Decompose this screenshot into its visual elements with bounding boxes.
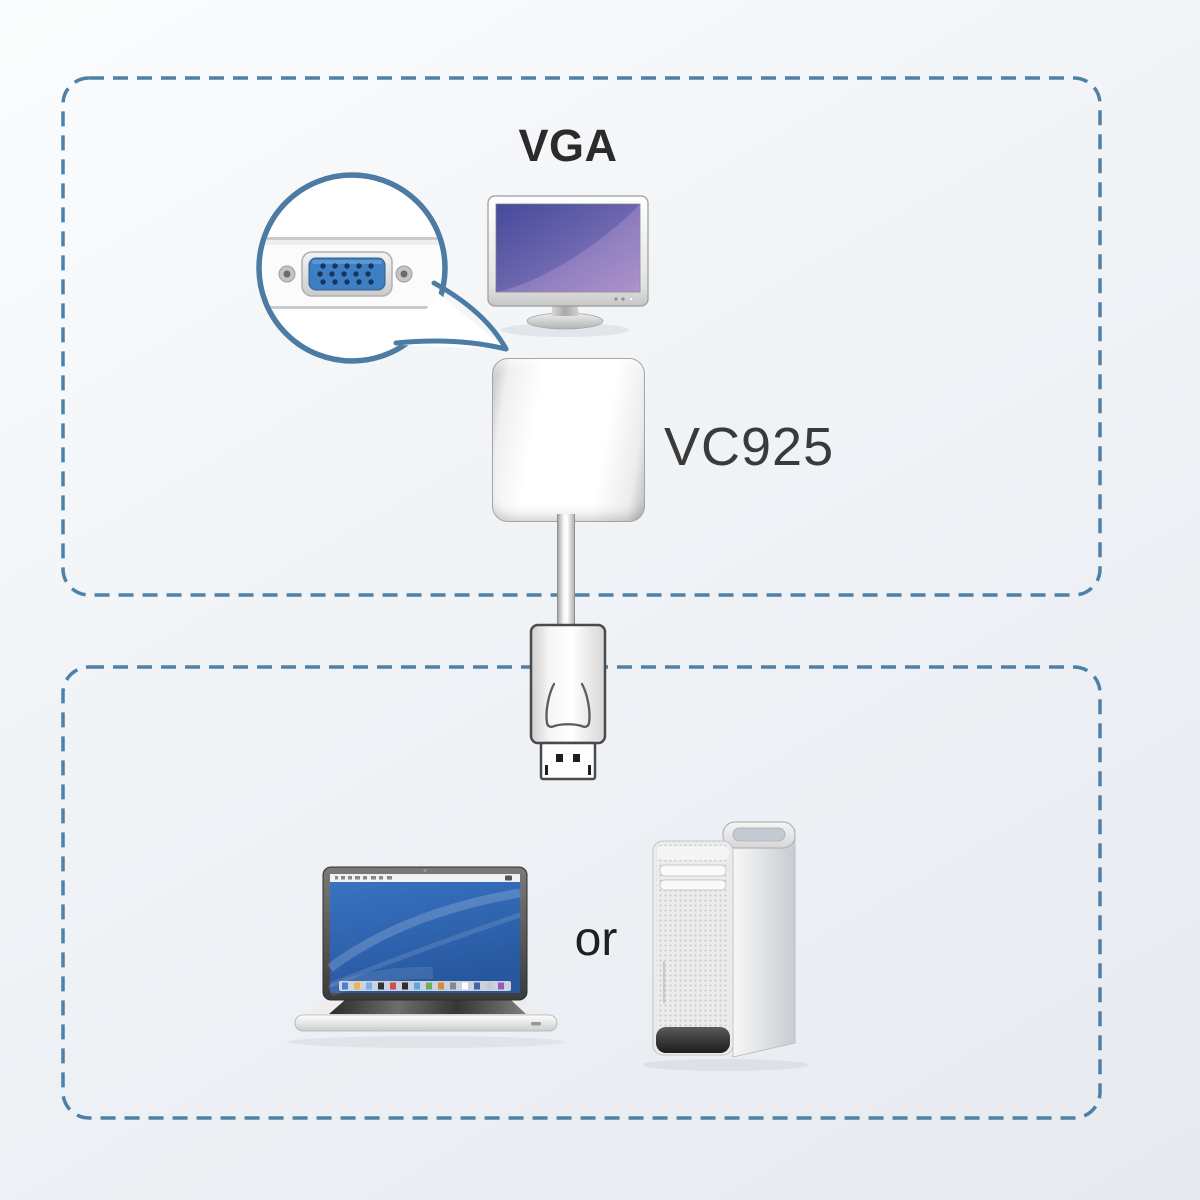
tower-shadow [643,1059,809,1071]
screw-hole-left [278,265,296,283]
plug-latch [588,765,591,775]
monitor-button [614,297,618,301]
vga-label: VGA [518,120,618,171]
screw-hole-right [395,265,413,283]
vc925-adapter-body [492,358,645,522]
monitor-screen-sheen [496,204,640,292]
tower-logo-marking [663,961,666,1003]
tower-handle [722,821,796,849]
monitor-shadow [501,323,629,337]
displayport-plug [539,741,597,781]
laptop-menu-bar [330,874,520,882]
vga-port-pins [317,263,374,285]
desktop-tower-icon [643,821,809,1071]
top-group-box-border [61,76,1102,597]
monitor-button [621,297,625,301]
adapter-cable [557,514,575,632]
laptop-deck-reflection [329,1000,526,1014]
dock-icons [342,982,504,990]
tower-bottom-vent [656,1027,730,1053]
model-label: VC925 [664,417,835,477]
laptop-shadow [288,1036,564,1048]
laptop-icon [288,866,564,1048]
displayport-connector-icon [529,623,607,781]
tower-side-panel [732,829,796,1058]
laptop-camera-icon [423,869,427,872]
plug-pin [556,754,563,762]
tower-drive-bay [659,879,727,891]
tower-drive-bay [659,864,727,877]
menu-bar-status-icon [505,875,512,881]
vga-port-callout [256,172,509,364]
laptop-port-slot [531,1022,541,1026]
connector-grip-marking [545,682,591,728]
monitor-screen [495,203,641,293]
vga-port-icon [301,251,393,297]
top-group-box [61,76,1102,597]
laptop-screen [330,874,520,993]
monitor-power-button [628,296,634,302]
tower-top-intake [657,846,729,860]
plug-pin [573,754,580,762]
laptop-base [294,1014,558,1032]
tower-mesh-grille [656,844,730,1052]
or-label: or [574,913,618,966]
callout-tail [393,280,509,352]
vga-monitor-icon [487,195,649,337]
plug-latch [545,765,548,775]
laptop-dock [339,981,511,991]
